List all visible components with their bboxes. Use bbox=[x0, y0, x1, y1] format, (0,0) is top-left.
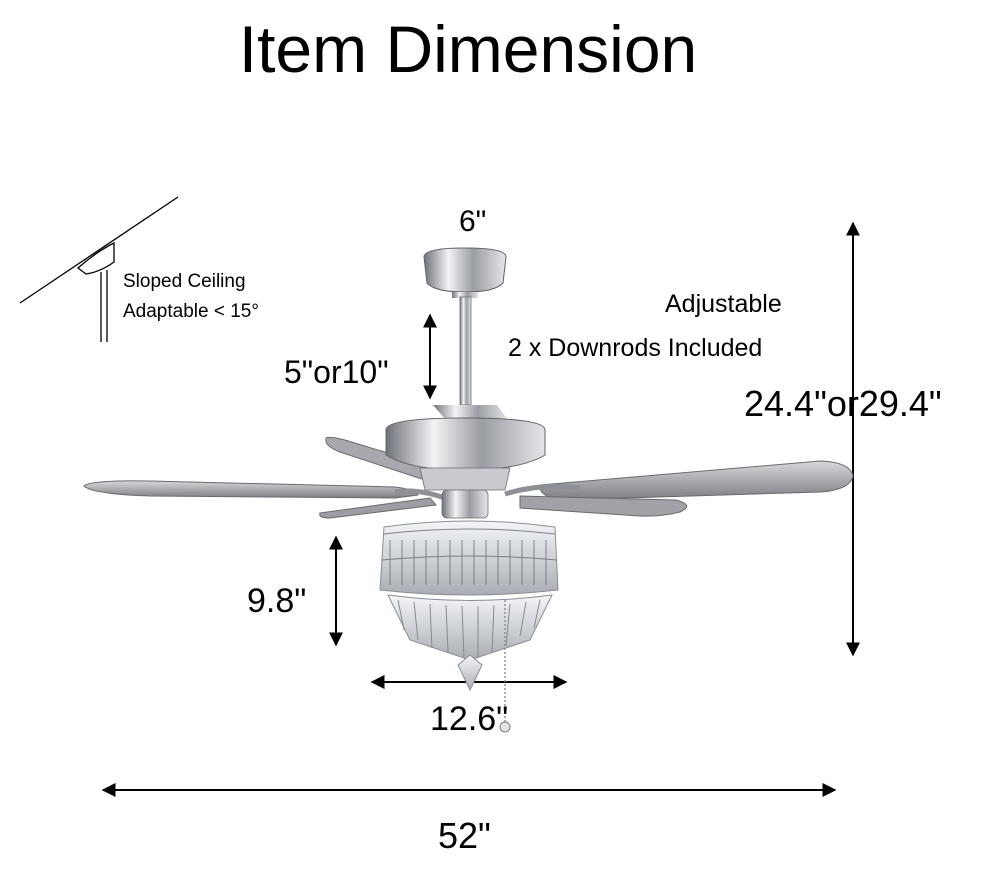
fan-blade-back-right bbox=[319, 497, 437, 519]
sloped-ceiling-label-line1: Sloped Ceiling bbox=[123, 271, 246, 292]
sloped-ceiling-icon bbox=[19, 196, 179, 342]
motor-housing bbox=[433, 405, 508, 420]
canopy-width-label: 6" bbox=[459, 205, 487, 238]
light-kit-height-label: 9.8" bbox=[247, 582, 307, 620]
overall-height-label: 24.4"or29.4" bbox=[744, 383, 942, 424]
page-title: Item Dimension bbox=[238, 12, 698, 86]
downrods-label-line2: 2 x Downrods Included bbox=[508, 334, 763, 362]
fan-blade-left bbox=[83, 480, 419, 499]
downrod bbox=[459, 296, 472, 406]
canopy bbox=[423, 247, 507, 293]
downrod-length-label: 5"or10" bbox=[284, 354, 389, 390]
fan-blade-right bbox=[539, 460, 854, 501]
crystal-drop bbox=[457, 654, 483, 692]
pull-chain-pendant bbox=[499, 721, 511, 733]
ceiling-fan-illustration bbox=[83, 247, 854, 733]
downrods-label-line1: Adjustable bbox=[665, 290, 782, 318]
light-kit-width-label: 12.6" bbox=[430, 700, 509, 738]
sloped-ceiling-label-line2: Adaptable < 15° bbox=[123, 301, 259, 322]
fan-blade-front bbox=[519, 495, 687, 517]
blade-span-label: 52" bbox=[438, 815, 491, 856]
